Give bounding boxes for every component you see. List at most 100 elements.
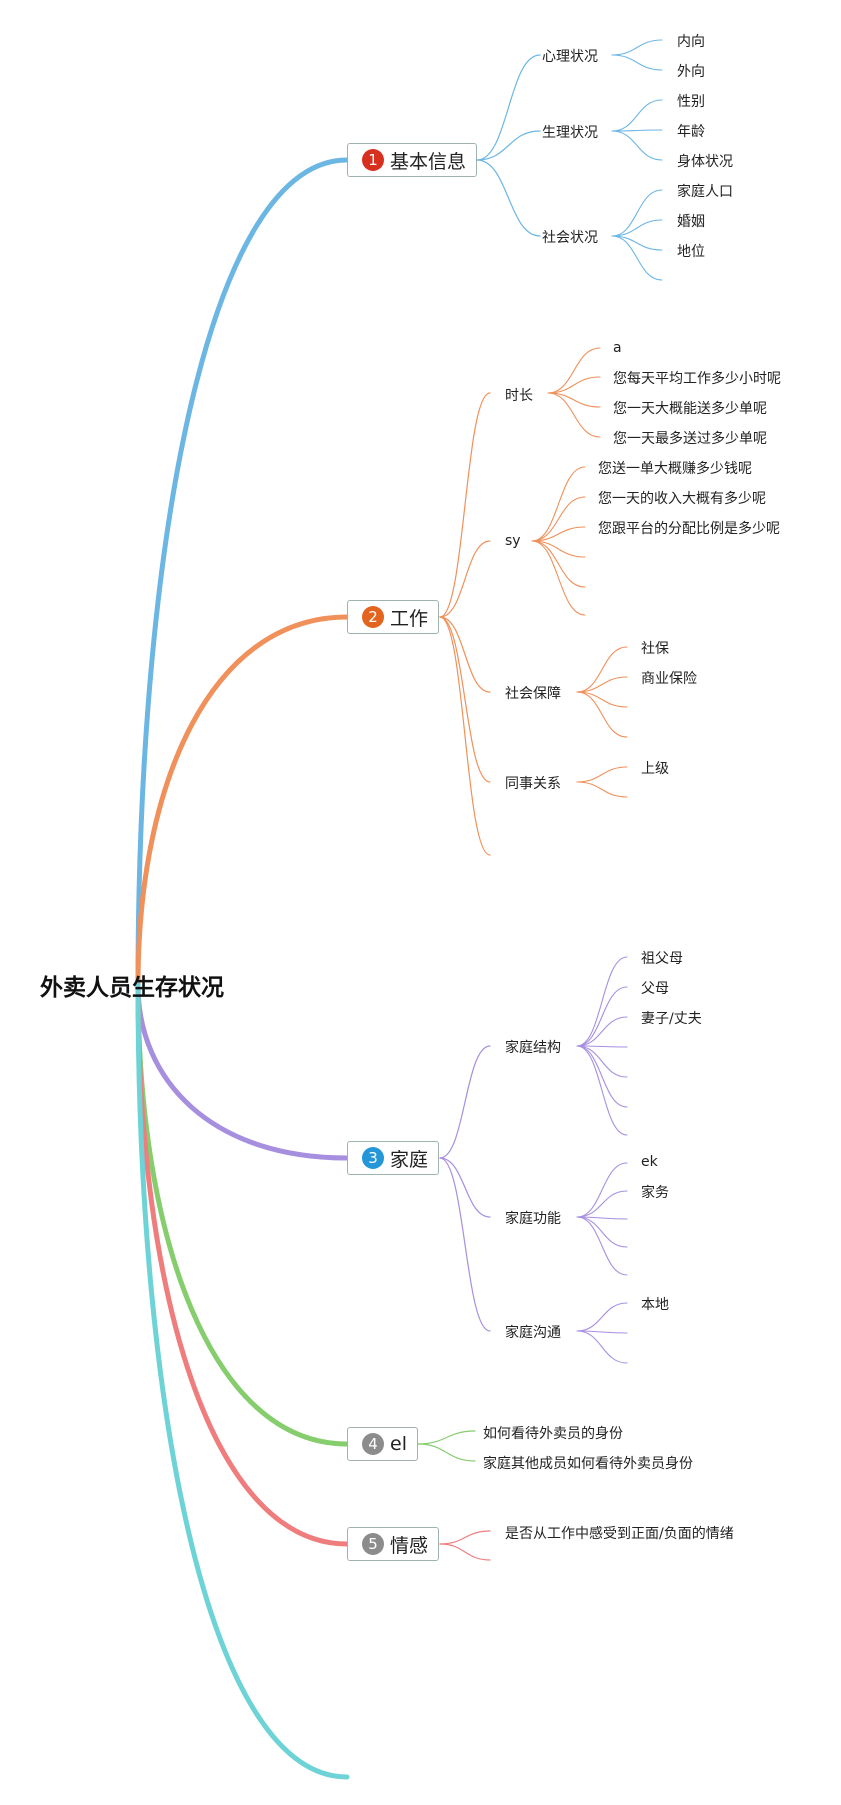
leaf-connector-line <box>531 496 586 542</box>
leaf-connector-line <box>576 1330 628 1364</box>
leaf-item[interactable]: 您一天大概能送多少单呢 <box>613 401 767 417</box>
leaf-connector-line <box>576 646 628 693</box>
leaf-item[interactable]: 本地 <box>641 1297 669 1313</box>
branch-node-family[interactable]: 3 家庭 <box>347 1141 440 1175</box>
leaf-connector-line <box>576 1045 628 1078</box>
root-topic[interactable]: 外卖人员生存状况 <box>40 975 224 1001</box>
leaf-item[interactable]: 年龄 <box>677 124 705 140</box>
leaf-item[interactable]: 商业保险 <box>641 671 697 687</box>
branch-node-el[interactable]: 4 el <box>347 1427 418 1461</box>
branch-label: 基本信息 <box>390 150 467 173</box>
branch-label: 家庭 <box>390 1148 429 1171</box>
topic-social[interactable]: 社会状况 <box>542 230 598 246</box>
topic-connector-line <box>417 1430 476 1445</box>
topic-family-structure[interactable]: 家庭结构 <box>505 1040 561 1056</box>
main-branch-line <box>135 982 350 1447</box>
leaf-item[interactable]: 外向 <box>677 64 705 80</box>
leaf-connector-line <box>576 766 628 783</box>
number-badge-icon: 1 <box>362 149 384 171</box>
topic-connector-line <box>439 616 491 693</box>
leaf-connector-line <box>531 466 586 542</box>
leaf-connector-line <box>611 219 663 237</box>
leaf-item[interactable]: 您一天最多送过多少单呢 <box>613 431 767 447</box>
leaf-connector-line <box>576 1016 628 1047</box>
branch-node-basic-info[interactable]: 1 基本信息 <box>347 143 478 177</box>
leaf-connector-line <box>547 376 601 394</box>
topic-connector-line <box>417 1443 476 1462</box>
leaf-item[interactable]: 家庭人口 <box>677 184 733 200</box>
branch-label: 工作 <box>390 607 429 630</box>
topic-colleagues[interactable]: 同事关系 <box>505 776 561 792</box>
leaf-connector-line <box>576 1216 628 1276</box>
topic-family-function[interactable]: 家庭功能 <box>505 1211 561 1227</box>
leaf-connector-line <box>611 54 663 71</box>
leaf-connector-line <box>576 676 628 693</box>
main-branch-line <box>135 157 350 988</box>
leaf-item[interactable]: 父母 <box>641 981 669 997</box>
topic-duration[interactable]: 时长 <box>505 388 533 404</box>
leaf-item[interactable]: 地位 <box>677 244 705 260</box>
leaf-connector-line <box>611 189 663 237</box>
topic-identity-view[interactable]: 如何看待外卖员的身份 <box>483 1426 623 1442</box>
main-branch-line <box>135 614 350 988</box>
topic-connector-line <box>439 540 491 618</box>
number-badge-icon: 5 <box>362 1533 384 1555</box>
branch-label: el <box>390 1433 407 1455</box>
leaf-connector-line <box>547 347 601 394</box>
leaf-connector-line <box>611 39 663 56</box>
leaf-item[interactable]: 内向 <box>677 34 705 50</box>
leaf-connector-line <box>576 1162 628 1218</box>
leaf-item[interactable]: 妻子/丈夫 <box>641 1011 702 1027</box>
topic-emotion-question[interactable]: 是否从工作中感受到正面/负面的情绪 <box>505 1526 734 1542</box>
leaf-item[interactable]: a <box>613 340 622 356</box>
leaf-item[interactable]: 上级 <box>641 761 669 777</box>
topic-physiology[interactable]: 生理状况 <box>542 125 598 141</box>
topic-income[interactable]: sy <box>505 533 521 549</box>
leaf-connector-line <box>576 1045 628 1108</box>
leaf-connector-line <box>576 986 628 1047</box>
leaf-connector-line <box>531 540 586 558</box>
topic-psychology[interactable]: 心理状况 <box>542 49 598 65</box>
leaf-connector-line <box>531 540 586 588</box>
leaf-item[interactable]: 您送一单大概赚多少钱呢 <box>598 461 752 477</box>
leaf-item[interactable]: 您跟平台的分配比例是多少呢 <box>598 521 780 537</box>
leaf-item[interactable]: 家务 <box>641 1185 669 1201</box>
leaf-connector-line <box>576 1216 628 1248</box>
topic-connector-line <box>439 1530 491 1545</box>
branch-node-emotion[interactable]: 5 情感 <box>347 1527 440 1561</box>
leaf-connector-line <box>576 1190 628 1218</box>
topic-connector-line <box>439 1157 491 1332</box>
leaf-connector-line <box>547 392 601 408</box>
main-branch-line <box>135 982 350 1161</box>
leaf-item[interactable]: 您每天平均工作多少小时呢 <box>613 371 781 387</box>
leaf-item[interactable]: ek <box>641 1154 658 1170</box>
leaf-connector-line <box>611 130 663 161</box>
leaf-connector-line <box>611 129 663 132</box>
topic-connector-line <box>439 1045 491 1159</box>
topic-family-view[interactable]: 家庭其他成员如何看待外卖员身份 <box>483 1456 693 1472</box>
topic-connector-line <box>439 392 491 618</box>
leaf-connector-line <box>611 235 663 281</box>
leaf-item[interactable]: 祖父母 <box>641 951 683 967</box>
leaf-connector-line <box>611 99 663 132</box>
leaf-item[interactable]: 婚姻 <box>677 214 705 230</box>
main-branch-line <box>135 982 350 1547</box>
leaf-item[interactable]: 身体状况 <box>677 154 733 170</box>
leaf-connector-line <box>576 691 628 738</box>
leaf-item[interactable]: 社保 <box>641 641 669 657</box>
main-branch-line <box>135 982 350 1780</box>
topic-family-communication[interactable]: 家庭沟通 <box>505 1325 561 1341</box>
leaf-connector-line <box>547 392 601 438</box>
leaf-item[interactable]: 性别 <box>677 94 705 110</box>
topic-connector-line <box>439 616 491 856</box>
topic-connector-line <box>476 54 541 161</box>
leaf-connector-line <box>576 1045 628 1136</box>
leaf-connector-line <box>576 956 628 1047</box>
topic-social-security[interactable]: 社会保障 <box>505 686 561 702</box>
topic-connector-line <box>439 1543 491 1561</box>
number-badge-icon: 4 <box>362 1433 384 1455</box>
branch-node-work[interactable]: 2 工作 <box>347 600 440 634</box>
leaf-connector-line <box>576 1302 628 1332</box>
leaf-item[interactable]: 您一天的收入大概有多少呢 <box>598 491 766 507</box>
